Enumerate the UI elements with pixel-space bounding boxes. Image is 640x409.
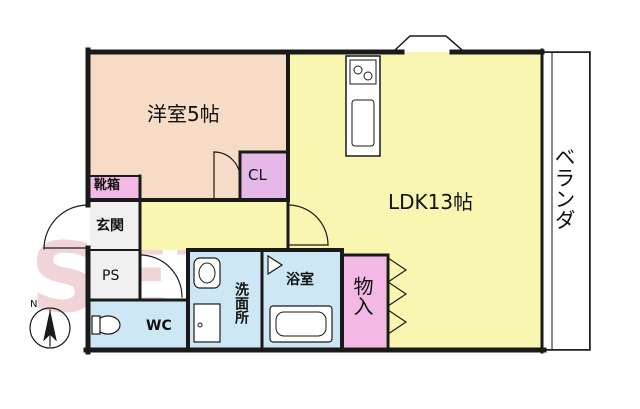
- storage-area: [342, 255, 386, 350]
- storage-label: 物入: [350, 276, 374, 316]
- shoe-box-area: [90, 176, 140, 200]
- western-room-label: 洋室5帖: [147, 102, 220, 126]
- shoe-box-label: 靴箱: [94, 178, 121, 193]
- pipe-space-area: [90, 250, 140, 300]
- entrance-label: 玄関: [96, 218, 124, 234]
- balcony-label: ベランダ: [552, 146, 576, 230]
- toilet-label: WC: [146, 318, 172, 334]
- bathroom-label: 浴室: [286, 272, 314, 288]
- ldk-label: LDK13帖: [388, 190, 474, 214]
- closet-label: CL: [248, 166, 267, 184]
- closet-area: [240, 152, 286, 200]
- compass-north-label: N: [30, 299, 38, 310]
- entrance-area: [90, 200, 140, 250]
- pipe-space-label: PS: [102, 268, 120, 284]
- hall-area: [140, 200, 288, 250]
- washroom-label: 洗面所: [233, 282, 249, 324]
